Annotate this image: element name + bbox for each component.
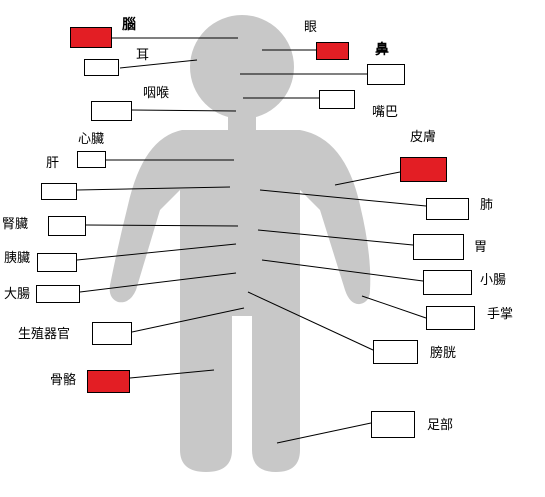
- heart-answer-box[interactable]: [77, 151, 106, 168]
- stomach-label: 胃: [474, 240, 488, 255]
- nose-answer-box[interactable]: [367, 64, 405, 85]
- stomach-leader: [257, 229, 414, 246]
- kidney-leader: [85, 224, 239, 227]
- throat-label: 咽喉: [143, 86, 170, 101]
- foot-answer-box[interactable]: [371, 411, 415, 438]
- large-intestine-leader: [79, 272, 237, 293]
- small-intestine-label: 小腸: [480, 273, 507, 288]
- large-intestine-label: 大腸: [4, 287, 31, 302]
- pancreas-answer-box[interactable]: [37, 253, 77, 272]
- small-intestine-answer-box[interactable]: [423, 270, 472, 295]
- kidney-label: 腎臟: [2, 217, 29, 232]
- kidney-answer-box[interactable]: [48, 216, 86, 236]
- leader-lines: [76, 37, 427, 444]
- neck-shape: [228, 110, 256, 132]
- foot-label: 足部: [427, 418, 454, 433]
- skin-label: 皮膚: [410, 130, 437, 145]
- eye-label: 眼: [304, 20, 318, 35]
- bladder-leader: [247, 291, 374, 351]
- bone-answer-box[interactable]: [87, 370, 130, 393]
- ear-leader: [119, 59, 198, 69]
- bladder-answer-box[interactable]: [373, 340, 418, 364]
- palm-label: 手掌: [487, 307, 514, 322]
- brain-answer-box[interactable]: [70, 27, 112, 48]
- small-intestine-leader: [261, 259, 424, 282]
- heart-label: 心臟: [78, 132, 105, 147]
- pancreas-leader: [76, 243, 237, 261]
- reproductive-leader: [131, 307, 245, 333]
- mouth-label: 嘴巴: [372, 105, 399, 120]
- bone-label: 骨骼: [50, 373, 77, 388]
- pancreas-label: 胰臟: [4, 251, 31, 266]
- lung-leader: [259, 189, 427, 207]
- torso-and-arms-shape: [109, 130, 371, 472]
- lung-label: 肺: [480, 198, 494, 213]
- throat-answer-box[interactable]: [91, 101, 132, 121]
- large-intestine-answer-box[interactable]: [36, 285, 80, 303]
- bone-leader: [129, 369, 215, 379]
- body-silhouette: [109, 15, 371, 472]
- skin-answer-box[interactable]: [400, 157, 447, 182]
- mouth-answer-box[interactable]: [319, 90, 355, 109]
- stomach-answer-box[interactable]: [413, 234, 464, 260]
- palm-answer-box[interactable]: [426, 306, 475, 330]
- eye-answer-box[interactable]: [316, 42, 349, 60]
- ear-answer-box[interactable]: [84, 59, 119, 76]
- brain-label: 腦: [122, 17, 136, 33]
- head-shape: [190, 15, 294, 119]
- liver-label: 肝: [46, 156, 60, 171]
- lung-answer-box[interactable]: [426, 198, 469, 220]
- throat-leader: [131, 109, 237, 112]
- skin-leader: [334, 171, 401, 186]
- reproductive-answer-box[interactable]: [92, 322, 132, 345]
- palm-leader: [361, 295, 427, 319]
- reproductive-label: 生殖器官: [18, 327, 71, 342]
- bladder-label: 膀胱: [430, 346, 457, 361]
- liver-leader: [76, 186, 231, 191]
- ear-label: 耳: [136, 48, 150, 63]
- liver-answer-box[interactable]: [41, 183, 77, 200]
- nose-label: 鼻: [375, 42, 389, 58]
- foot-leader: [276, 422, 372, 444]
